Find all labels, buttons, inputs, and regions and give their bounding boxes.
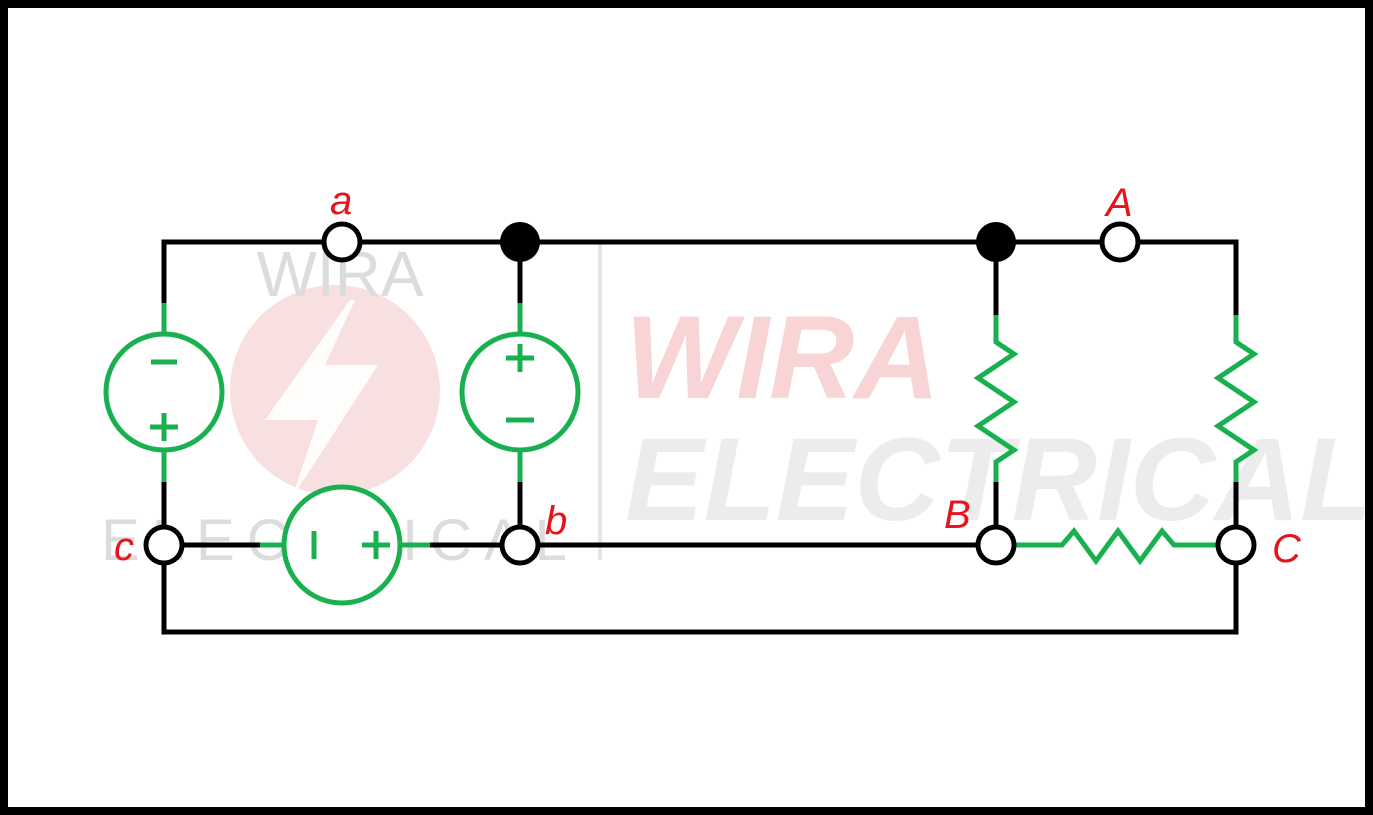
junction-dot-right — [976, 222, 1016, 262]
mid-source-circle — [459, 331, 581, 453]
label-c: c — [114, 525, 134, 569]
label-C: C — [1272, 527, 1302, 571]
label-a: a — [330, 179, 352, 223]
resistor-C-vertical — [1213, 315, 1259, 482]
watermark-big-line2: ELECTRICAL — [625, 414, 1372, 546]
left-voltage-source — [103, 303, 225, 482]
bottom-voltage-source — [260, 484, 430, 606]
watermark-bolt-icon — [265, 300, 378, 498]
junction-dot-left — [500, 222, 540, 262]
node-labels: a A c b B C — [114, 179, 1302, 571]
label-b: b — [545, 499, 567, 543]
label-A: A — [1104, 181, 1133, 225]
label-B: B — [944, 493, 971, 537]
left-source-circle — [103, 331, 225, 453]
terminal-B — [975, 524, 1017, 566]
resistor-B-vertical — [973, 315, 1019, 482]
terminal-C — [1215, 524, 1257, 566]
watermark: WIRA ELECTRICAL WIRA ELECTRICAL — [101, 238, 1372, 573]
watermark-big-line1: WIRA — [625, 292, 940, 424]
resistor-BC-horizontal — [1016, 526, 1218, 566]
middle-voltage-source — [459, 303, 581, 482]
terminal-b — [499, 524, 541, 566]
terminals — [143, 221, 1257, 566]
terminal-A — [1099, 221, 1141, 263]
terminal-c — [143, 524, 185, 566]
junction-dots — [500, 222, 1016, 262]
terminal-a — [321, 221, 363, 263]
components — [103, 303, 1259, 606]
